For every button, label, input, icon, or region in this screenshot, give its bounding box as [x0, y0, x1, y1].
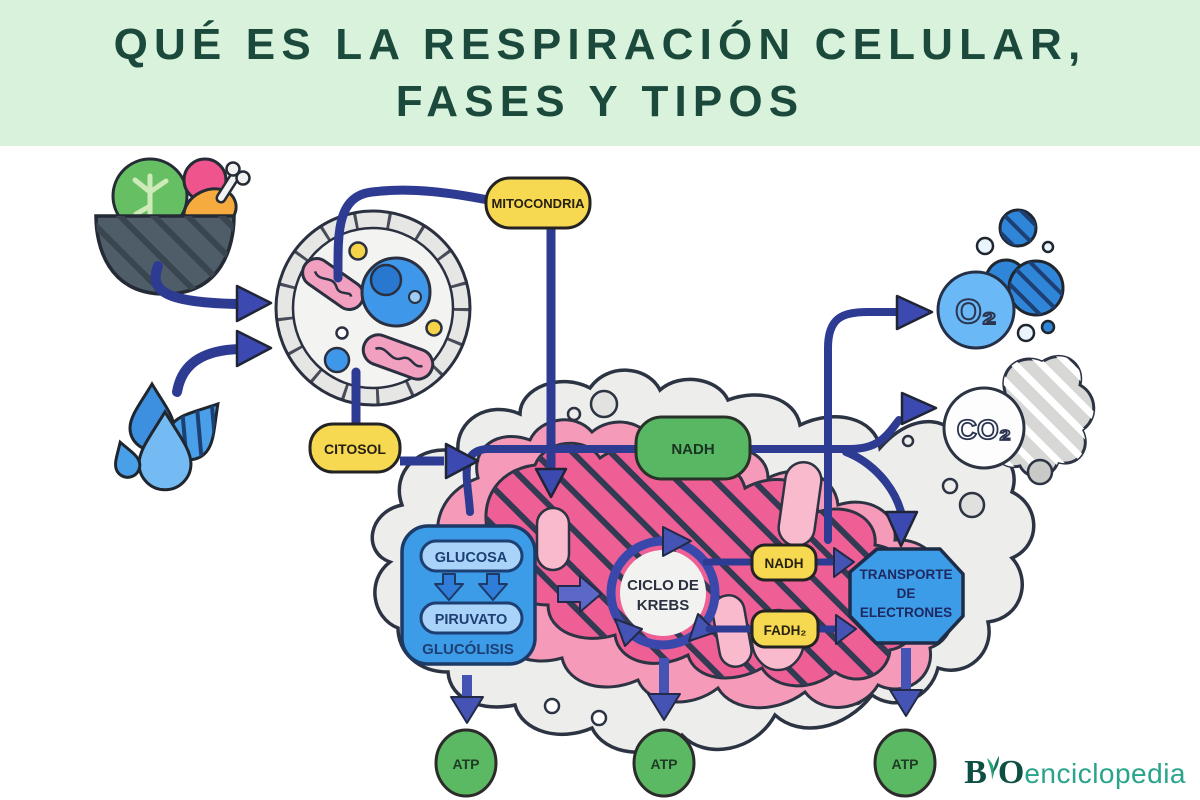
logo-text: enciclopedia	[1024, 758, 1186, 789]
nadh-membrane-text: NADH	[671, 441, 714, 458]
food-to-cell-arrow	[150, 261, 273, 323]
mitocondria-text: MITOCONDRIA	[492, 196, 586, 211]
krebs-label-line1: CICLO DE	[627, 577, 699, 594]
cell-mitochondrion-small-2	[361, 333, 435, 381]
o2-text: O₂	[955, 293, 997, 331]
atp-arrow-krebs	[647, 658, 681, 721]
atp-circle-3: ATP	[873, 728, 937, 798]
transporte-text-line1: TRANSPORTE	[859, 567, 952, 582]
matrix-to-o2-arrow	[824, 294, 934, 544]
citosol-text: CITOSOL	[324, 441, 386, 457]
logo-letter-o: O	[997, 754, 1025, 791]
atp-circle-1: ATP	[434, 728, 498, 798]
bioenciclopedia-logo: B O enciclopedia	[964, 754, 1186, 792]
mitocondria-label-arrow	[534, 227, 568, 499]
logo-letter-b: B	[964, 754, 987, 791]
transporte-text-line2: DE	[897, 586, 916, 601]
transporte-text-line3: ELECTRONES	[860, 605, 952, 620]
atp-arrow-transport	[889, 648, 923, 717]
piruvato-text: PIRUVATO	[435, 612, 508, 628]
page-title-line2: FASES Y TIPOS	[395, 77, 805, 126]
page-title-line1: QUÉ ES LA RESPIRACIÓN CELULAR,	[113, 19, 1087, 69]
atp-circle-2: ATP	[632, 728, 696, 798]
nadh-to-transport-arrow	[842, 448, 919, 548]
food-bowl-icon	[94, 157, 251, 296]
atp-text-2: ATP	[651, 756, 678, 772]
fadh2-text: FADH₂	[764, 623, 807, 638]
co2-arrowhead	[900, 391, 938, 426]
glycolysis-box: GLUCOSA PIRUVATO GLUCÓLISIS	[400, 524, 537, 666]
nadh-membrane-label: NADH	[634, 415, 752, 481]
citosol-arrow	[400, 442, 480, 480]
electron-transport-label: TRANSPORTE DE ELECTRONES	[848, 547, 965, 645]
leaf-icon	[985, 755, 1000, 786]
nadh-matrix-text: NADH	[765, 556, 804, 571]
nadh-matrix-label: NADH	[702, 543, 855, 582]
oxygen-bubbles-icon: O₂	[936, 208, 1065, 350]
krebs-cycle: CICLO DE KREBS	[606, 526, 720, 650]
atp-arrow-glycolysis	[450, 675, 484, 724]
atp-text-1: ATP	[453, 756, 480, 772]
water-to-cell-arrow	[172, 329, 273, 397]
animal-cell-icon	[274, 209, 472, 407]
co2-text: CO₂	[957, 414, 1011, 445]
title-banner: QUÉ ES LA RESPIRACIÓN CELULAR, FASES Y T…	[0, 0, 1200, 146]
krebs-label-line2: KREBS	[637, 597, 690, 614]
water-drops-icon	[109, 384, 235, 490]
citosol-to-co2-line	[462, 416, 903, 516]
cell-to-mitocondria-line	[333, 185, 493, 283]
citosol-label: CITOSOL	[308, 422, 402, 474]
glucosa-text: GLUCOSA	[435, 550, 508, 566]
glycolysis-to-krebs-arrow	[557, 575, 602, 613]
fadh2-label: FADH₂	[705, 609, 857, 649]
mitocondria-label: MITOCONDRIA	[484, 176, 592, 230]
glucolisis-text: GLUCÓLISIS	[422, 640, 514, 658]
atp-text-3: ATP	[892, 756, 919, 772]
co2-cloud-icon: CO₂	[942, 355, 1096, 486]
